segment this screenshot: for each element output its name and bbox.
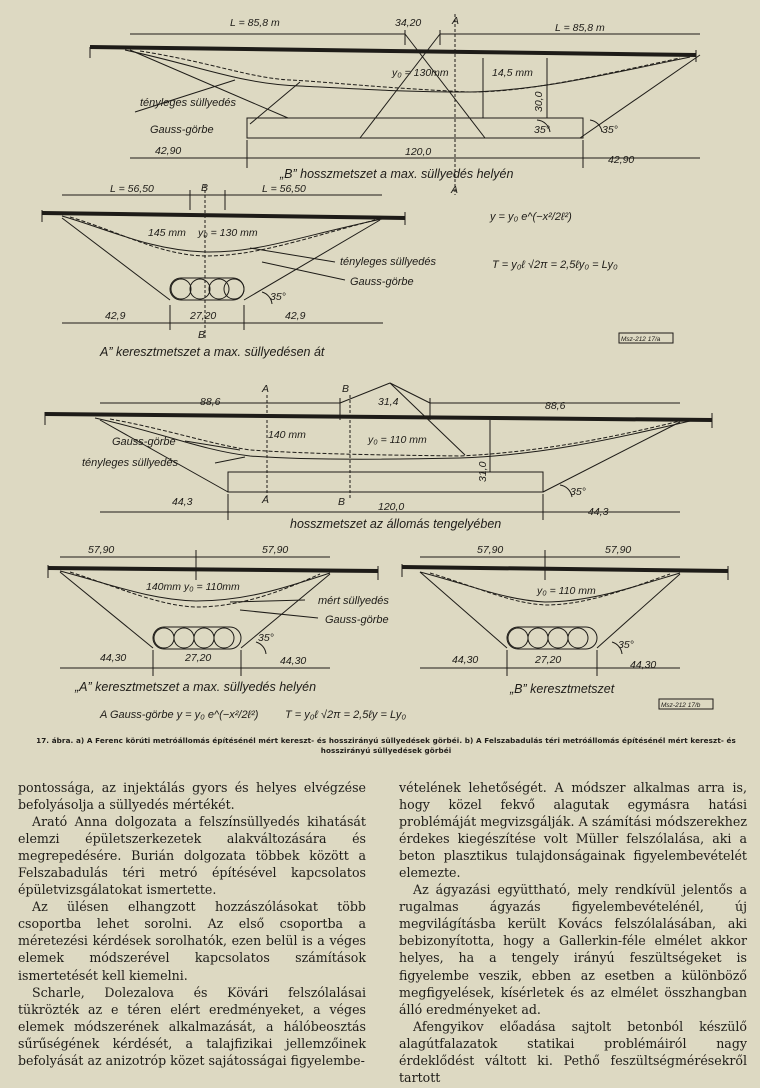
label-gauss-4: Gauss-görbe (325, 614, 389, 626)
label-27-20-1: 27,20 (189, 310, 216, 322)
label-35-4: 35° (258, 632, 274, 644)
label-14-5: 14,5 mm (492, 67, 533, 79)
label-44-3-right: 44,3 (588, 506, 609, 518)
label-b-1: B (201, 182, 208, 194)
label-42-90-right: 42,90 (608, 154, 634, 166)
label-44-30-b: 44,30 (280, 655, 306, 667)
label-27-20-3: 27,20 (534, 654, 561, 666)
paragraph: pontossága, az injektálás gyors és helye… (18, 780, 366, 813)
caption-a-cross: A” keresztmetszet a max. süllyedésen át (99, 345, 325, 359)
diagram-a-cross (41, 185, 674, 344)
diagram-station-axis (44, 382, 713, 520)
label-b-3: B (342, 383, 349, 395)
label-44-3-left: 44,3 (172, 496, 193, 508)
label-42-9-left: 42,9 (105, 310, 126, 322)
label-88-6-right: 88,6 (545, 400, 566, 412)
paragraph: vételének lehetőségét. A módszer alkalma… (399, 780, 747, 881)
label-57-90-d: 57,90 (605, 544, 631, 556)
paragraph: Az ülésen elhangzott hozzászólásokat töb… (18, 899, 366, 983)
label-l56-left: L = 56,50 (110, 183, 154, 195)
formula-1: y = y₀ e^(−x²/2ℓ²) (489, 211, 572, 223)
label-88-6-left: 88,6 (200, 396, 221, 408)
formula-3: A Gauss-görbe y = y₀ e^(−x²/2ℓ²) (99, 709, 259, 721)
label-gauss-1: Gauss-görbe (150, 124, 214, 136)
diagram-b-longitudinal (89, 14, 701, 195)
label-35-1a: 35° (534, 124, 550, 136)
label-35-5: 35° (618, 639, 634, 651)
stamp-17a: Msz-212 17/a (621, 336, 661, 343)
label-tenyleges-1: tényleges süllyedés (140, 97, 237, 109)
label-57-90-c: 57,90 (477, 544, 503, 556)
label-l-right: L = 85,8 m (555, 22, 605, 34)
label-30: 30,0 (533, 91, 545, 112)
stamp-17b: Msz-212 17/b (661, 702, 701, 709)
label-mert-1: mért süllyedés (318, 595, 389, 607)
label-a-2: A (450, 184, 458, 196)
figure-caption: 17. ábra. a) A Ferenc körúti metróállomá… (36, 736, 736, 755)
label-31-0: 31,0 (477, 461, 489, 482)
label-57-90-b: 57,90 (262, 544, 288, 556)
label-35-3: 35° (570, 486, 586, 498)
formula-2: T = y₀ℓ √2π = 2,5ℓy₀ = Ly₀ (492, 259, 618, 271)
label-yo110-1: y₀ = 110 mm (367, 434, 427, 446)
diagram-a-cross-station (47, 550, 379, 676)
label-l56-right: L = 56,50 (262, 183, 306, 195)
right-column: vételének lehetőségét. A módszer alkalma… (399, 779, 747, 1086)
label-42-9-right: 42,9 (285, 310, 306, 322)
label-yo-130: y₀ = 130mm (391, 67, 449, 79)
label-a-4: A (261, 494, 269, 506)
label-145mm: 145 mm (148, 227, 186, 239)
label-gauss-3: Gauss-görbe (112, 436, 176, 448)
label-27-20-2: 27,20 (184, 652, 211, 664)
label-42-90-left: 42,90 (155, 145, 181, 157)
label-l-left: L = 85,8 m (230, 17, 280, 29)
paragraph: Arató Anna dolgozata a felszínsüllyedés … (18, 814, 366, 898)
label-140mm: 140 mm (268, 429, 306, 441)
label-tenyleges-3: tényleges süllyedés (82, 457, 179, 469)
label-140-yo110: 140mm y₀ = 110mm (146, 581, 240, 593)
diagram-b-cross (401, 550, 729, 710)
label-44-30-d: 44,30 (630, 659, 656, 671)
label-a-3: A (261, 383, 269, 395)
paragraph: Az ágyazási együttható, mely rendkívül j… (399, 882, 747, 1017)
left-column: pontossága, az injektálás gyors és helye… (18, 779, 366, 1069)
caption-a-cross-station: „A” keresztmetszet a max. süllyedés hely… (74, 680, 316, 694)
paragraph: Afengyikov előadása sajtolt betonból kés… (399, 1018, 747, 1085)
label-120-2: 120,0 (378, 501, 404, 513)
paragraph: Scharle, Dolezalova és Kövári felszólalá… (18, 984, 366, 1068)
caption-station-axis: hosszmetszet az állomás tengelyében (290, 517, 501, 531)
label-57-90-a: 57,90 (88, 544, 114, 556)
figure-17: L = 85,8 m 34,20 A L = 85,8 m y₀ = 130mm… (41, 14, 729, 721)
label-34-20: 34,20 (395, 17, 421, 29)
label-35-1b: 35° (602, 124, 618, 136)
label-44-30-a: 44,30 (100, 652, 126, 664)
label-35-2: 35° (270, 291, 286, 303)
label-120: 120,0 (405, 146, 431, 158)
label-yo130: y₀ = 130 mm (197, 227, 258, 239)
label-tenyleges-2: tényleges süllyedés (340, 256, 437, 268)
label-31-4: 31,4 (378, 396, 399, 408)
formula-4: T = y₀ℓ √2π = 2,5ℓy = Ly₀ (285, 709, 406, 721)
label-yo110-2: y₀ = 110 mm (536, 585, 596, 597)
label-b-4: B (338, 496, 345, 508)
label-44-30-c: 44,30 (452, 654, 478, 666)
label-a-1: A (451, 15, 459, 27)
caption-b-cross: „B” keresztmetszet (509, 682, 615, 696)
label-b-2: B (198, 329, 205, 341)
caption-b-longitudinal: „B” hosszmetszet a max. süllyedés helyén (279, 167, 513, 181)
label-gauss-2: Gauss-görbe (350, 276, 414, 288)
